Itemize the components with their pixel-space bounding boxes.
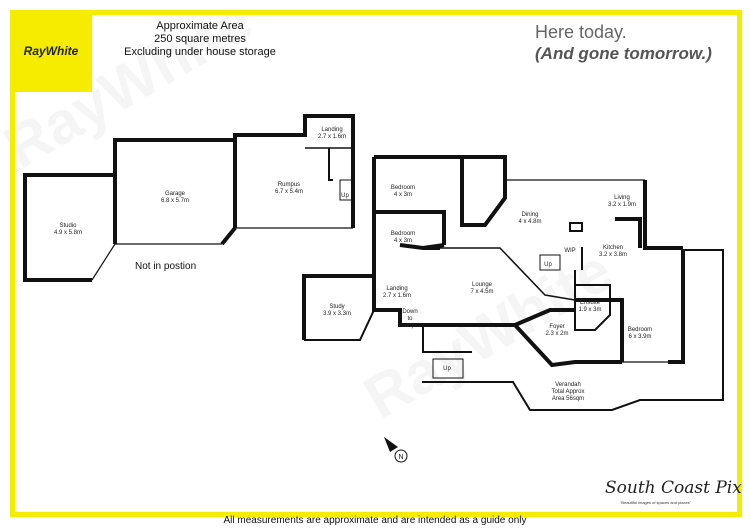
room-size: 6.8 x 5.7m [161, 198, 189, 204]
wip-label: WIP [564, 248, 575, 254]
room-name: Foyer [549, 324, 564, 330]
disclaimer: All measurements are approximate and are… [223, 515, 527, 526]
verandah-label: Verandah [555, 382, 581, 388]
room-size: 4.9 x 5.8m [54, 230, 82, 236]
yellow-border [10, 10, 742, 517]
room-name: Bedroom [391, 231, 415, 237]
room-name: Bedroom [628, 327, 652, 333]
room-name: Rumpus [278, 182, 300, 188]
area-summary: Approximate Area 250 square metres Exclu… [110, 20, 290, 59]
room-name: Landing [321, 127, 342, 133]
room-name: Studio [59, 223, 77, 229]
tagline-1: Here today. [535, 22, 627, 42]
room-size: 4 x 3m [394, 238, 412, 244]
compass-label: N [398, 454, 403, 461]
room-size: 3.2 x 1.9m [608, 202, 636, 208]
down-to-rumpus-label: Rumpus [399, 323, 421, 329]
room-size: 7 x 4.5m [470, 289, 493, 295]
room-name: Landing [386, 286, 407, 292]
room-size: 4 x 3m [394, 192, 412, 198]
verandah-label: Area 56sqm [552, 396, 584, 402]
compass-icon: N [384, 437, 408, 463]
tagline-2: (And gone tomorrow.) [535, 44, 712, 63]
area-note: Excluding under house storage [124, 46, 276, 58]
verandah-label: Total Approx [551, 389, 584, 395]
room-name: Study [329, 304, 344, 310]
down-to-rumpus-label: Down [402, 309, 417, 315]
area-title: Approximate Area [156, 20, 244, 32]
room-size: 2.7 x 1.6m [318, 134, 346, 140]
room-size: 4 x 4.8m [518, 219, 541, 225]
area-value: 250 square metres [154, 33, 246, 45]
stairs-up-label: Up [443, 366, 451, 372]
raywhite-logo: RayWhite [10, 10, 92, 92]
not-in-position-note: Not in postion [135, 261, 196, 272]
room-name: Dining [521, 212, 538, 218]
stairs-up-label: Up [544, 262, 552, 268]
room-name: Ensuite [580, 300, 601, 306]
room-size: 3.2 x 3.8m [599, 252, 627, 258]
room-size: 1.9 x 3m [578, 307, 601, 313]
down-to-rumpus-label: to [407, 316, 413, 322]
room-size: 6.7 x 5.4m [275, 189, 303, 195]
room-name: Garage [165, 191, 186, 197]
room-size: 2.7 x 1.6m [383, 293, 411, 299]
room-size: 6 x 3.9m [628, 334, 651, 340]
room-size: 2.3 x 2m [545, 331, 568, 337]
room-name: Bedroom [391, 185, 415, 191]
room-name: Lounge [472, 282, 493, 288]
room-size: 3.9 x 3.3m [323, 311, 351, 317]
walls [23, 114, 724, 411]
stairs-up-label: Up [341, 193, 349, 199]
room-name: Living [614, 195, 630, 201]
photographer-signature: South Coast Pix [605, 478, 742, 498]
room-name: Kitchen [603, 245, 623, 251]
photographer-tagline: "Beautiful images of spaces and places" [620, 500, 692, 505]
